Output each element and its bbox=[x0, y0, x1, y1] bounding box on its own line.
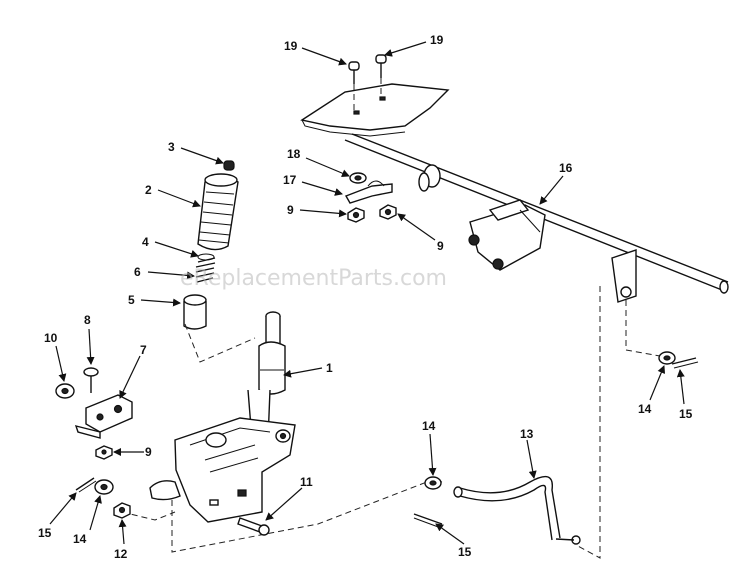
shift-knob-grip-2 bbox=[197, 173, 239, 251]
nut-12 bbox=[113, 502, 131, 519]
bolt-8 bbox=[83, 367, 99, 393]
washer-14-left bbox=[94, 479, 114, 495]
leader-lines bbox=[49, 41, 685, 545]
callout-15-left: 15 bbox=[38, 526, 52, 540]
washer-14-right bbox=[658, 351, 676, 365]
washer-14-mid bbox=[424, 476, 442, 490]
callout-3: 3 bbox=[168, 140, 175, 154]
nut-9-lower bbox=[95, 445, 113, 460]
cotter-pin-15-right bbox=[671, 357, 699, 369]
cotter-pin-15-left bbox=[75, 477, 97, 493]
watermark: eReplacementParts.com bbox=[180, 266, 447, 291]
callout-15-right: 15 bbox=[679, 407, 693, 421]
shift-arm-bracket bbox=[468, 199, 546, 271]
washer-10 bbox=[55, 383, 75, 399]
callout-14-left: 14 bbox=[73, 532, 87, 546]
shaft-end-bracket bbox=[611, 249, 637, 303]
bolt-11 bbox=[237, 517, 270, 536]
callout-9-bracket: 9 bbox=[145, 445, 152, 459]
callout-15-mid: 15 bbox=[458, 545, 472, 559]
callout-14-right: 14 bbox=[638, 402, 652, 416]
clamp-17 bbox=[344, 180, 393, 204]
callout-19-left: 19 bbox=[284, 39, 298, 53]
callout-labels: 19 19 16 18 17 9 9 3 2 4 6 5 8 10 7 1 9 … bbox=[38, 33, 693, 561]
callout-12: 12 bbox=[114, 547, 128, 561]
callout-4: 4 bbox=[142, 235, 149, 249]
nut-9-right bbox=[379, 204, 397, 220]
callout-18: 18 bbox=[287, 147, 301, 161]
callout-9-shaft-left: 9 bbox=[287, 203, 294, 217]
callout-2: 2 bbox=[145, 183, 152, 197]
callout-6: 6 bbox=[134, 265, 141, 279]
callout-11: 11 bbox=[300, 475, 313, 489]
callout-14-mid: 14 bbox=[422, 419, 436, 433]
callout-16: 16 bbox=[559, 161, 573, 175]
carriage-bolt-left bbox=[348, 61, 360, 112]
callout-19-right: 19 bbox=[430, 33, 444, 47]
callout-7: 7 bbox=[140, 343, 147, 357]
callout-13: 13 bbox=[520, 427, 534, 441]
set-screw-3 bbox=[223, 160, 235, 171]
mounting-plate bbox=[300, 83, 450, 137]
angle-bracket-7 bbox=[74, 394, 133, 439]
callout-1: 1 bbox=[326, 361, 333, 375]
carriage-bolt-right bbox=[375, 54, 387, 98]
nut-9-left bbox=[347, 207, 365, 223]
washer-18 bbox=[349, 172, 367, 184]
callout-9-shaft-right: 9 bbox=[437, 239, 444, 253]
callout-5: 5 bbox=[128, 293, 135, 307]
shift-rod-13 bbox=[453, 475, 581, 545]
bushing-5 bbox=[183, 294, 207, 330]
shifter-housing bbox=[149, 417, 296, 523]
callout-17: 17 bbox=[283, 173, 297, 187]
callout-10: 10 bbox=[44, 331, 58, 345]
callout-8: 8 bbox=[84, 313, 91, 327]
